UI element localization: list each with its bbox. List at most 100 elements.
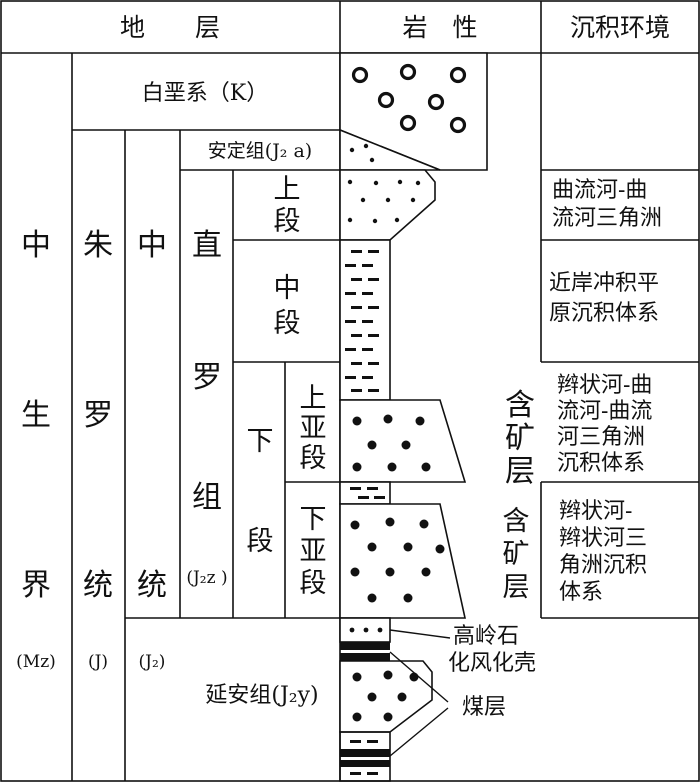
mud-dash	[351, 250, 362, 253]
sand-dot	[347, 217, 353, 223]
grain-dot	[385, 567, 395, 577]
system-char-3: 统	[83, 568, 113, 603]
grain-dot	[385, 517, 395, 527]
grain-dot	[352, 672, 362, 682]
header-lithology: 岩 性	[402, 13, 477, 42]
series-char-1: 中	[137, 228, 167, 263]
mud-dash	[362, 376, 373, 379]
env-lower-upper-line-4: 沉积体系	[557, 451, 645, 476]
header-strata: 地 层	[120, 13, 220, 42]
lower-member-char-2: 段	[247, 526, 274, 557]
sand-dot	[360, 197, 366, 203]
grain-dot	[401, 440, 411, 450]
grain-dot	[352, 416, 362, 426]
coal-seams	[340, 642, 390, 767]
lower-sub-char-2: 亚	[300, 536, 327, 567]
sand-dot	[372, 218, 378, 224]
grain-dot	[397, 692, 407, 702]
lower-sub-sandstone	[339, 503, 466, 619]
pebble-mark	[377, 91, 395, 109]
ore-bearing-2-char-2: 矿	[503, 539, 530, 570]
grain-dot	[403, 542, 413, 552]
env-lower-upper-line-2: 流河-曲流	[557, 399, 652, 424]
mudstone-dashes	[345, 250, 385, 775]
env-middle-line-2: 原沉积体系	[549, 301, 659, 326]
ore-bearing-1-char-3: 层	[505, 454, 535, 489]
mud-dash	[368, 250, 379, 253]
sand-dot	[415, 180, 421, 186]
mud-dash	[368, 306, 379, 309]
upper-sub-char-2: 亚	[300, 413, 327, 444]
mud-dash	[362, 264, 373, 267]
mud-dash	[362, 348, 373, 351]
mudstone-parting	[339, 481, 391, 505]
mud-dash	[345, 292, 356, 295]
kaolin-label-line-1: 高岭石	[453, 624, 519, 649]
lower-column-box	[339, 731, 391, 782]
mud-dash	[351, 389, 362, 392]
sand-dot	[385, 197, 391, 203]
mud-dash	[350, 740, 361, 743]
sand-dot	[373, 180, 379, 186]
mud-dash	[345, 376, 356, 379]
system-char-2: 罗	[83, 398, 113, 433]
grain-dot	[352, 462, 362, 472]
sand-dot	[363, 627, 369, 633]
env-middle-line-1: 近岸冲积平	[549, 271, 659, 296]
upper-member-char-2: 段	[274, 206, 301, 237]
system-code: (J)	[88, 652, 108, 672]
mud-dash	[368, 334, 379, 337]
lower-sub-char-3: 段	[300, 568, 327, 599]
middle-member-char-2: 段	[274, 308, 301, 339]
header-environment: 沉积环境	[570, 13, 670, 42]
sand-dot	[347, 179, 353, 185]
series-code: (J₂)	[139, 652, 166, 672]
upper-sub-char-1: 上	[300, 383, 327, 414]
pebble-mark	[399, 114, 417, 132]
coal-seam-bottom-1	[340, 749, 390, 757]
grain-dot	[367, 440, 377, 450]
yanan-base-box	[339, 731, 391, 782]
zhiluo-code: (J₂z )	[186, 568, 227, 588]
mud-dash	[351, 306, 362, 309]
grain-dot	[419, 519, 429, 529]
yanan-label: 延安组(J₂y)	[205, 683, 318, 708]
env-upper-line-2: 流河三角洲	[552, 206, 662, 231]
ore-bearing-1-char-1: 含	[505, 388, 535, 423]
env-lower-lower-line-2: 辫状河三	[559, 526, 647, 551]
sand-dot	[410, 197, 416, 203]
lower-member-char-1: 下	[247, 426, 274, 457]
env-lower-lower-line-4: 体系	[559, 580, 603, 605]
grain-dot	[421, 462, 431, 472]
grain-dot	[383, 712, 393, 722]
coal-leader-lower	[389, 707, 449, 757]
mud-dash	[345, 348, 356, 351]
env-lower-lower-line-1: 辫状河-	[559, 499, 632, 524]
cretaceous-label: 白垩系（K）	[142, 81, 268, 106]
mud-dash	[345, 264, 356, 267]
mud-dash	[350, 487, 361, 490]
mud-dash	[345, 320, 356, 323]
grain-dot	[352, 712, 362, 722]
grain-dot	[350, 567, 360, 577]
erathem-char-2: 生	[21, 398, 51, 433]
upper-sub-char-3: 段	[300, 443, 327, 474]
pebble-mark	[427, 93, 445, 111]
coarse-sand-dots	[350, 414, 445, 722]
ore-bearing-2-char-1: 含	[503, 506, 530, 537]
zhiluo-char-1: 直	[192, 228, 222, 263]
sand-dot	[369, 157, 375, 163]
kaolin-label-line-2: 化风化壳	[448, 651, 536, 676]
kaolin-leader	[389, 629, 451, 639]
annotation-leaders	[389, 629, 451, 757]
env-upper-line-1: 曲流河-曲	[552, 178, 647, 203]
erathem-char-1: 中	[21, 228, 51, 263]
mud-dash	[374, 496, 385, 499]
upper-sub-sandstone	[339, 399, 467, 483]
fine-sand-dots	[347, 143, 421, 633]
zhiluo-char-2: 罗	[192, 360, 222, 395]
upper-member-char-1: 上	[274, 174, 301, 205]
mud-dash	[351, 278, 362, 281]
sand-dot	[397, 179, 403, 185]
